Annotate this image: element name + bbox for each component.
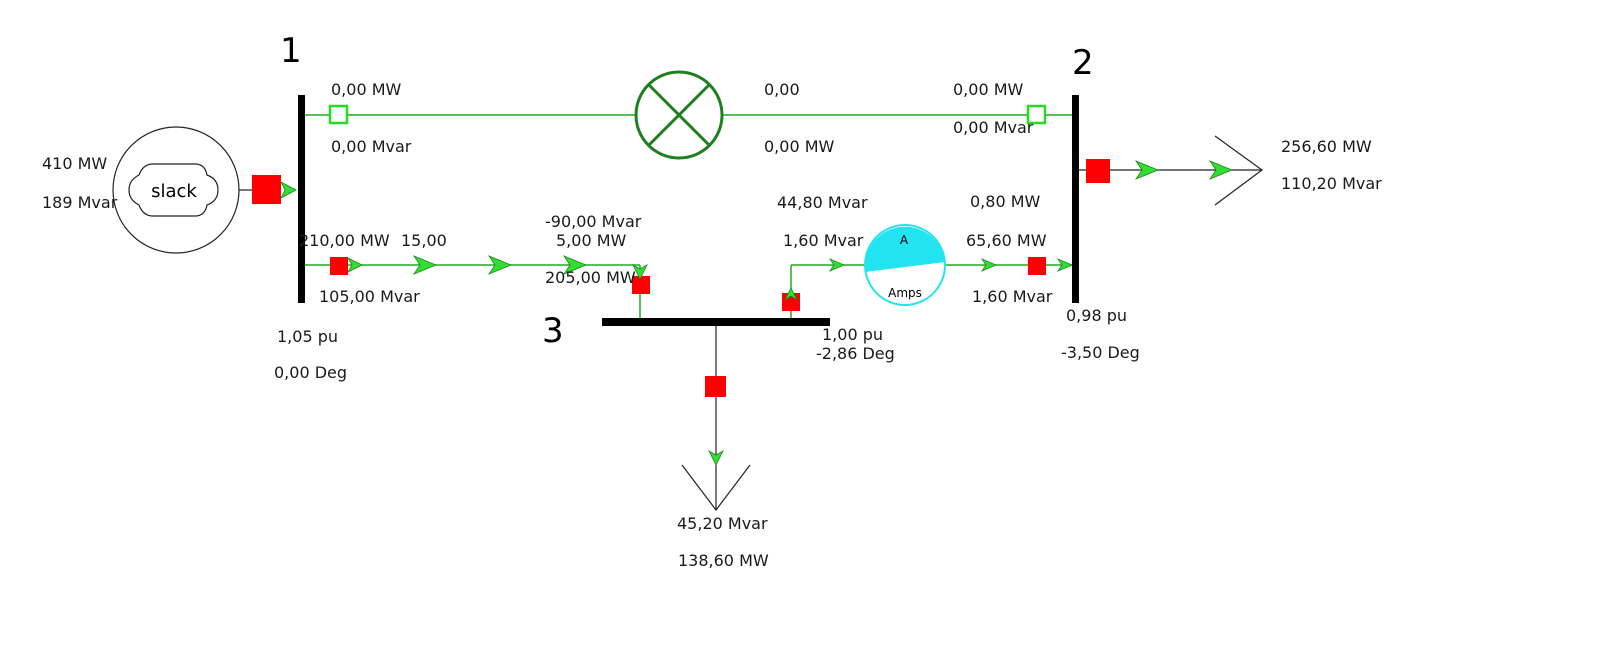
bus-1-angle: 0,00 Deg	[274, 363, 347, 382]
bus-2[interactable]	[1072, 95, 1079, 303]
bus-1-number: 1	[280, 31, 302, 71]
transformer-symbol[interactable]	[634, 70, 724, 160]
ammeter[interactable]	[864, 224, 946, 306]
line-1-3-from-mvar: 105,00 Mvar	[319, 287, 420, 306]
generator-mvar: 189 Mvar	[42, 193, 118, 212]
breaker-open-1-2-to[interactable]	[1026, 104, 1047, 125]
line-1-3-to-mvar: -90,00 Mvar	[545, 212, 642, 231]
flow-arrows-1-3	[346, 255, 648, 280]
generator-label: slack	[151, 181, 197, 202]
bus-3-number: 3	[542, 311, 564, 351]
bus-2-number: 2	[1072, 43, 1094, 83]
bus-3-voltage: 1,00 pu	[822, 325, 883, 344]
bus-3-angle: -2,86 Deg	[816, 344, 895, 363]
load-bus-3[interactable]	[681, 322, 751, 511]
line-1-2-from-mvar: 0,00 Mvar	[331, 137, 412, 156]
slack-generator[interactable]	[112, 126, 252, 254]
line-3-2-to-mw: 0,80 MW	[970, 192, 1041, 211]
line-1-3-to-mw: 205,00 MW	[545, 268, 636, 287]
breaker-open-1-2-from[interactable]	[328, 104, 349, 125]
bus-1-voltage: 1,05 pu	[277, 327, 338, 346]
line-1-2-to-mw: 0,00 MW	[953, 80, 1024, 99]
line-1-2-mid-bottom: 0,00 MW	[764, 137, 835, 156]
breaker-load-2[interactable]	[1086, 159, 1110, 183]
line-1-3-to-mw-small: 5,00 MW	[556, 231, 627, 250]
breaker-generator[interactable]	[252, 175, 281, 204]
bus-3[interactable]	[602, 318, 830, 326]
line-1-2-mid-top: 0,00	[764, 80, 800, 99]
flow-arrows-3-2	[783, 258, 1074, 302]
line-3-2-from-mvar: 44,80 Mvar	[777, 193, 868, 212]
arrow-generator	[280, 181, 297, 199]
load-3-mw: 138,60 MW	[678, 551, 769, 570]
ammeter-top-label: A	[900, 233, 909, 247]
breaker-1-3-from[interactable]	[330, 257, 348, 275]
flow-arrows-load-2	[1134, 160, 1234, 180]
bus-2-angle: -3,50 Deg	[1061, 343, 1140, 362]
line-1-3-from-mw: 210,00 MW	[299, 231, 390, 250]
breaker-3-2-to[interactable]	[1028, 257, 1046, 275]
line-1-3-from-extra: 15,00	[401, 231, 447, 250]
line-1-2-to-mvar: 0,00 Mvar	[953, 118, 1034, 137]
load-2-mvar: 110,20 Mvar	[1281, 174, 1382, 193]
line-1-2-from-mw: 0,00 MW	[331, 80, 402, 99]
ammeter-unit-label: Amps	[888, 286, 922, 300]
line-3-2-from-mw: 1,60 Mvar	[783, 231, 864, 250]
breaker-load-3[interactable]	[705, 376, 726, 397]
bus-1[interactable]	[298, 95, 305, 303]
arrow-load-3	[708, 449, 724, 466]
generator-mw: 410 MW	[42, 154, 107, 173]
line-3-2-to-mvar: 65,60 MW	[966, 231, 1047, 250]
load-2-mw: 256,60 MW	[1281, 137, 1372, 156]
breaker-1-3-to[interactable]	[632, 276, 650, 294]
line-3-2-to-extra: 1,60 Mvar	[972, 287, 1053, 306]
load-3-mvar: 45,20 Mvar	[677, 514, 768, 533]
bus-2-voltage: 0,98 pu	[1066, 306, 1127, 325]
